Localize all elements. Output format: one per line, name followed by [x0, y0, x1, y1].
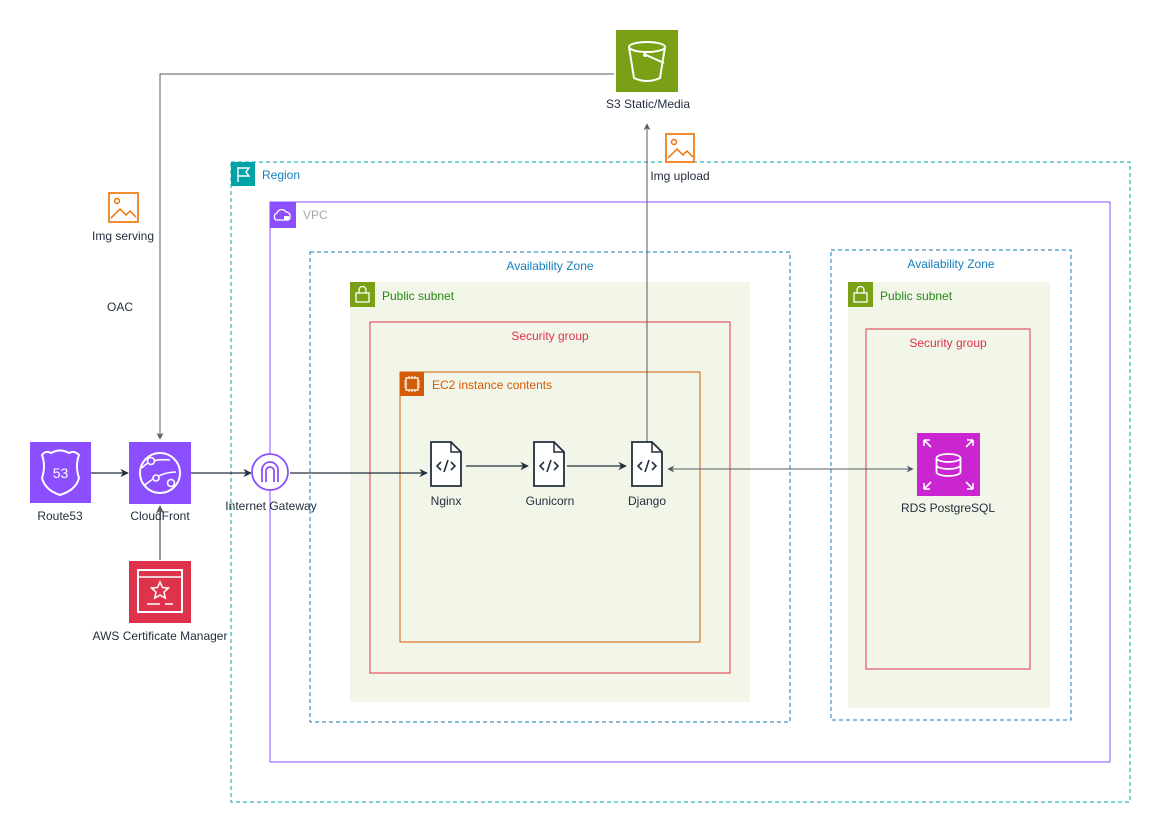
region-label: Region — [262, 168, 301, 182]
public-subnet-left — [350, 282, 750, 702]
s3-label: S3 Static/Media — [605, 97, 691, 111]
rds-database-icon — [917, 433, 980, 496]
availability-zone-left — [309, 251, 791, 723]
img-serving-label: Img serving — [91, 229, 155, 243]
django-code-file-icon — [631, 441, 663, 487]
route53-badge: 53 — [53, 465, 69, 481]
cloudfront-label: CloudFront — [130, 509, 190, 523]
ec2-group-label: EC2 instance contents — [432, 378, 553, 392]
django-label: Django — [627, 494, 667, 508]
cloudfront-icon — [129, 442, 191, 504]
route53-label: Route53 — [37, 509, 83, 523]
route53-icon: 53 — [30, 442, 91, 503]
availability-zone-right-label: Availability Zone — [907, 257, 995, 271]
ec2-group — [399, 371, 701, 643]
rds-label: RDS PostgreSQL — [900, 501, 996, 515]
region-flag-icon — [231, 162, 255, 186]
availability-zone-right — [830, 249, 1072, 721]
subnet-lock-icon-left — [350, 282, 375, 307]
gunicorn-label: Gunicorn — [525, 494, 575, 508]
security-group-left — [369, 321, 731, 674]
security-group-right — [865, 328, 1031, 670]
internet-gateway-icon — [251, 453, 289, 491]
img-upload-image-icon — [665, 133, 695, 163]
nginx-code-file-icon — [430, 441, 462, 487]
security-group-left-label: Security group — [511, 329, 589, 343]
public-subnet-left-label: Public subnet — [382, 289, 455, 303]
internet-gateway-label: Internet Gateway — [225, 499, 317, 513]
public-subnet-right-label: Public subnet — [880, 289, 953, 303]
availability-zone-left-label: Availability Zone — [506, 259, 594, 273]
oac-label: OAC — [106, 300, 134, 314]
nginx-label: Nginx — [430, 494, 462, 508]
img-upload-label: Img upload — [650, 169, 710, 183]
vpc-cloud-icon — [270, 202, 296, 228]
gunicorn-code-file-icon — [533, 441, 565, 487]
img-serving-image-icon — [108, 192, 139, 223]
acm-label: AWS Certificate Manager — [92, 629, 228, 643]
vpc-label: VPC — [303, 208, 328, 222]
security-group-right-label: Security group — [909, 336, 987, 350]
ec2-chip-icon — [400, 372, 424, 396]
edge-s3-to-cloudfront — [156, 73, 614, 440]
subnet-lock-icon-right — [848, 282, 873, 307]
s3-bucket-icon — [616, 30, 678, 92]
certificate-manager-icon — [129, 561, 191, 623]
